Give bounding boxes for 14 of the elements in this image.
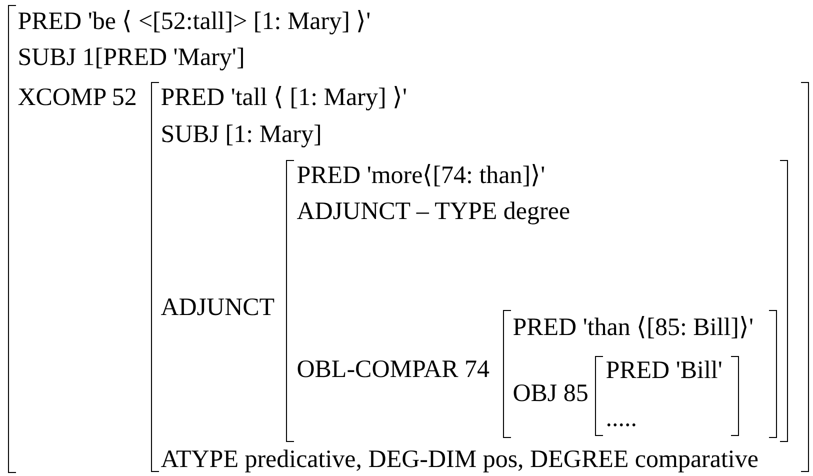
feature-text: ATYPE predicative, DEG-DIM pos, DEGREE comparative (160, 446, 758, 474)
feature-text: PRED 'more⟨[74: than]⟩' (296, 162, 546, 190)
feature-text: SUBJ [1: Mary] (160, 121, 322, 149)
feature-text: ..... (606, 405, 637, 433)
feature-text: ADJUNCT (160, 294, 275, 322)
feature-text: ADJUNCT – TYPE degree (296, 198, 570, 226)
feature-text: XCOMP 52 (18, 84, 137, 112)
feature-text: PRED 'than ⟨[85: Bill]⟩' (512, 314, 754, 342)
feature-text: PRED 'tall ⟨ [1: Mary] ⟩' (160, 84, 408, 112)
feature-text: OBL-COMPAR 74 (296, 356, 490, 384)
feature-text: SUBJ 1[PRED 'Mary'] (18, 44, 245, 72)
feature-text: PRED 'be ⟨ <[52:tall]> [1: Mary] ⟩' (18, 8, 371, 36)
feature-text: OBJ 85 (512, 380, 588, 408)
feature-text: PRED 'Bill' (606, 357, 722, 385)
